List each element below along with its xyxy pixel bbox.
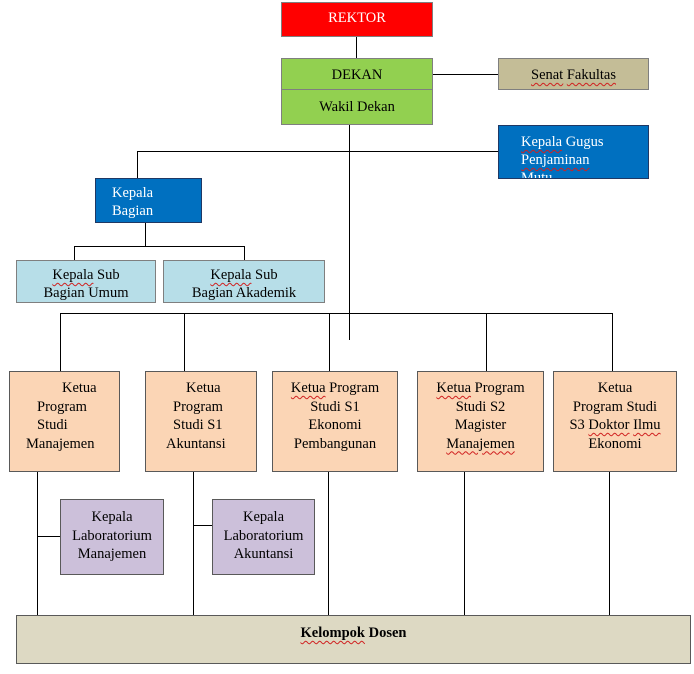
line-to-prodi-2 bbox=[184, 313, 185, 372]
line-prodi2-dosen bbox=[193, 471, 194, 616]
wakil-dekan-box: Wakil Dekan bbox=[281, 89, 433, 125]
rektor-label: REKTOR bbox=[328, 10, 386, 26]
sub-akademik-label-2: Sub bbox=[255, 267, 278, 283]
prodi-manajemen-box: Ketua Program Studi Manajemen bbox=[9, 371, 120, 472]
line-dekan-senat bbox=[432, 74, 499, 75]
line-to-prodi-5 bbox=[612, 313, 613, 372]
prodi-doktor-label-2: Program Studi bbox=[572, 398, 658, 415]
line-prodi1-dosen bbox=[37, 471, 38, 616]
line-rektor-dekan bbox=[356, 36, 357, 58]
prodi-magister-label-4: Magister bbox=[454, 417, 507, 433]
kelompok-dosen-label-1: Kelompok bbox=[300, 625, 365, 641]
prodi-manajemen-label-2: Program bbox=[37, 398, 87, 415]
rektor-box: REKTOR bbox=[281, 2, 433, 37]
lab-akuntansi-label-1: Kepala bbox=[242, 509, 285, 525]
prodi-akuntansi-box: Ketua Program Studi S1 Akuntansi bbox=[145, 371, 257, 472]
prodi-magister-label-2: Program bbox=[474, 380, 525, 396]
line-to-sub-umum bbox=[74, 246, 75, 261]
sub-akademik-label-3: Bagian Akademik bbox=[191, 285, 297, 301]
senat-label-2: Fakultas bbox=[566, 67, 616, 83]
prodi-doktor-label-3b: Doktor bbox=[588, 417, 630, 433]
senat-fakultas-box: Senat Fakultas bbox=[498, 58, 649, 90]
wakil-dekan-label: Wakil Dekan bbox=[319, 99, 395, 115]
prodi-magister-label-3: Studi S2 bbox=[455, 398, 506, 415]
prodi-doktor-box: Ketua Program Studi S3 Doktor Ilmu Ekono… bbox=[553, 371, 677, 472]
line-to-prodi-3 bbox=[329, 313, 330, 372]
kepala-bagian-box: Kepala Bagian bbox=[95, 178, 202, 223]
kepala-bagian-label-2: Bagian bbox=[112, 203, 154, 219]
prodi-akuntansi-label-3: Studi S1 bbox=[173, 417, 223, 433]
line-prodi3-dosen bbox=[328, 471, 329, 616]
line-to-prodi-4 bbox=[486, 313, 487, 372]
line-prodi5-dosen bbox=[609, 471, 610, 616]
prodi-manajemen-label-4: Manajemen bbox=[26, 435, 95, 452]
line-main-trunk bbox=[349, 125, 350, 340]
kelompok-dosen-box: Kelompok Dosen bbox=[16, 615, 691, 664]
sub-umum-label-2: Sub bbox=[97, 267, 120, 283]
line-prodi-horizontal bbox=[60, 313, 613, 314]
prodi-ekonomi-label-4: Ekonomi bbox=[308, 417, 362, 433]
prodi-akuntansi-label-1: Ketua bbox=[186, 380, 221, 396]
lab-manajemen-label-3: Manajemen bbox=[77, 546, 147, 562]
line-sub-bagian-horizontal bbox=[74, 246, 245, 247]
kepala-bagian-label-1: Kepala bbox=[112, 185, 154, 201]
prodi-magister-box: Ketua Program Studi S2 Magister Manajeme… bbox=[417, 371, 544, 472]
sub-bagian-umum-box: Kepala Sub Bagian Umum bbox=[16, 260, 156, 303]
gugus-label-2: Gugus bbox=[565, 134, 604, 150]
line-prodi1-lab bbox=[37, 536, 60, 537]
line-staff-horizontal bbox=[137, 151, 498, 152]
prodi-doktor-label-4: Ekonomi bbox=[588, 435, 642, 452]
prodi-manajemen-label-1: Ketua bbox=[62, 380, 97, 396]
gugus-label-4: Mutu bbox=[521, 170, 553, 179]
prodi-doktor-label-1: Ketua bbox=[597, 380, 633, 396]
prodi-ekonomi-label-5: Pembangunan bbox=[293, 435, 377, 452]
kelompok-dosen-label-2: Dosen bbox=[368, 625, 407, 641]
line-to-sub-akademik bbox=[244, 246, 245, 261]
lab-akuntansi-label-3: Akuntansi bbox=[233, 546, 294, 562]
lab-manajemen-label-2: Laboratorium bbox=[72, 527, 152, 544]
line-to-prodi-1 bbox=[60, 313, 61, 372]
lab-manajemen-label-1: Kepala bbox=[91, 509, 133, 525]
prodi-akuntansi-label-4: Akuntansi bbox=[166, 435, 226, 452]
line-to-kepala-bagian bbox=[137, 151, 138, 179]
prodi-doktor-label-3a: S3 bbox=[569, 417, 585, 433]
kepala-gugus-box: Kepala Gugus Penjaminan Mutu bbox=[498, 125, 649, 179]
prodi-ekonomi-box: Ketua Program Studi S1 Ekonomi Pembangun… bbox=[272, 371, 398, 472]
sub-umum-label-3: Bagian Umum bbox=[43, 285, 129, 301]
prodi-ekonomi-label-1: Ketua bbox=[290, 380, 326, 396]
line-kepala-bagian-down bbox=[145, 222, 146, 246]
prodi-ekonomi-label-3: Studi S1 bbox=[310, 398, 360, 415]
sub-bagian-akademik-box: Kepala Sub Bagian Akademik bbox=[163, 260, 325, 303]
sub-akademik-label-1: Kepala bbox=[210, 267, 252, 283]
senat-label-1: Senat bbox=[531, 67, 564, 83]
lab-manajemen-box: Kepala Laboratorium Manajemen bbox=[60, 499, 164, 575]
prodi-manajemen-label-3: Studi bbox=[37, 417, 68, 433]
dekan-label: DEKAN bbox=[331, 67, 383, 83]
gugus-label-1: Kepala bbox=[521, 134, 563, 150]
line-prodi2-lab bbox=[193, 525, 213, 526]
prodi-doktor-line-3: S3 Doktor Ilmu bbox=[554, 416, 676, 435]
prodi-magister-label-1: Ketua bbox=[436, 380, 472, 396]
sub-umum-label-1: Kepala bbox=[52, 267, 94, 283]
lab-akuntansi-box: Kepala Laboratorium Akuntansi bbox=[212, 499, 315, 575]
prodi-ekonomi-label-2: Program bbox=[329, 380, 380, 396]
lab-akuntansi-label-2: Laboratorium bbox=[223, 527, 304, 544]
dekan-box: DEKAN bbox=[281, 58, 433, 90]
prodi-akuntansi-label-2: Program bbox=[173, 398, 223, 415]
line-prodi4-dosen bbox=[464, 471, 465, 616]
prodi-magister-label-5: Manajemen bbox=[446, 435, 515, 452]
gugus-label-3: Penjaminan bbox=[521, 152, 590, 168]
prodi-doktor-label-3c: Ilmu bbox=[633, 417, 661, 433]
